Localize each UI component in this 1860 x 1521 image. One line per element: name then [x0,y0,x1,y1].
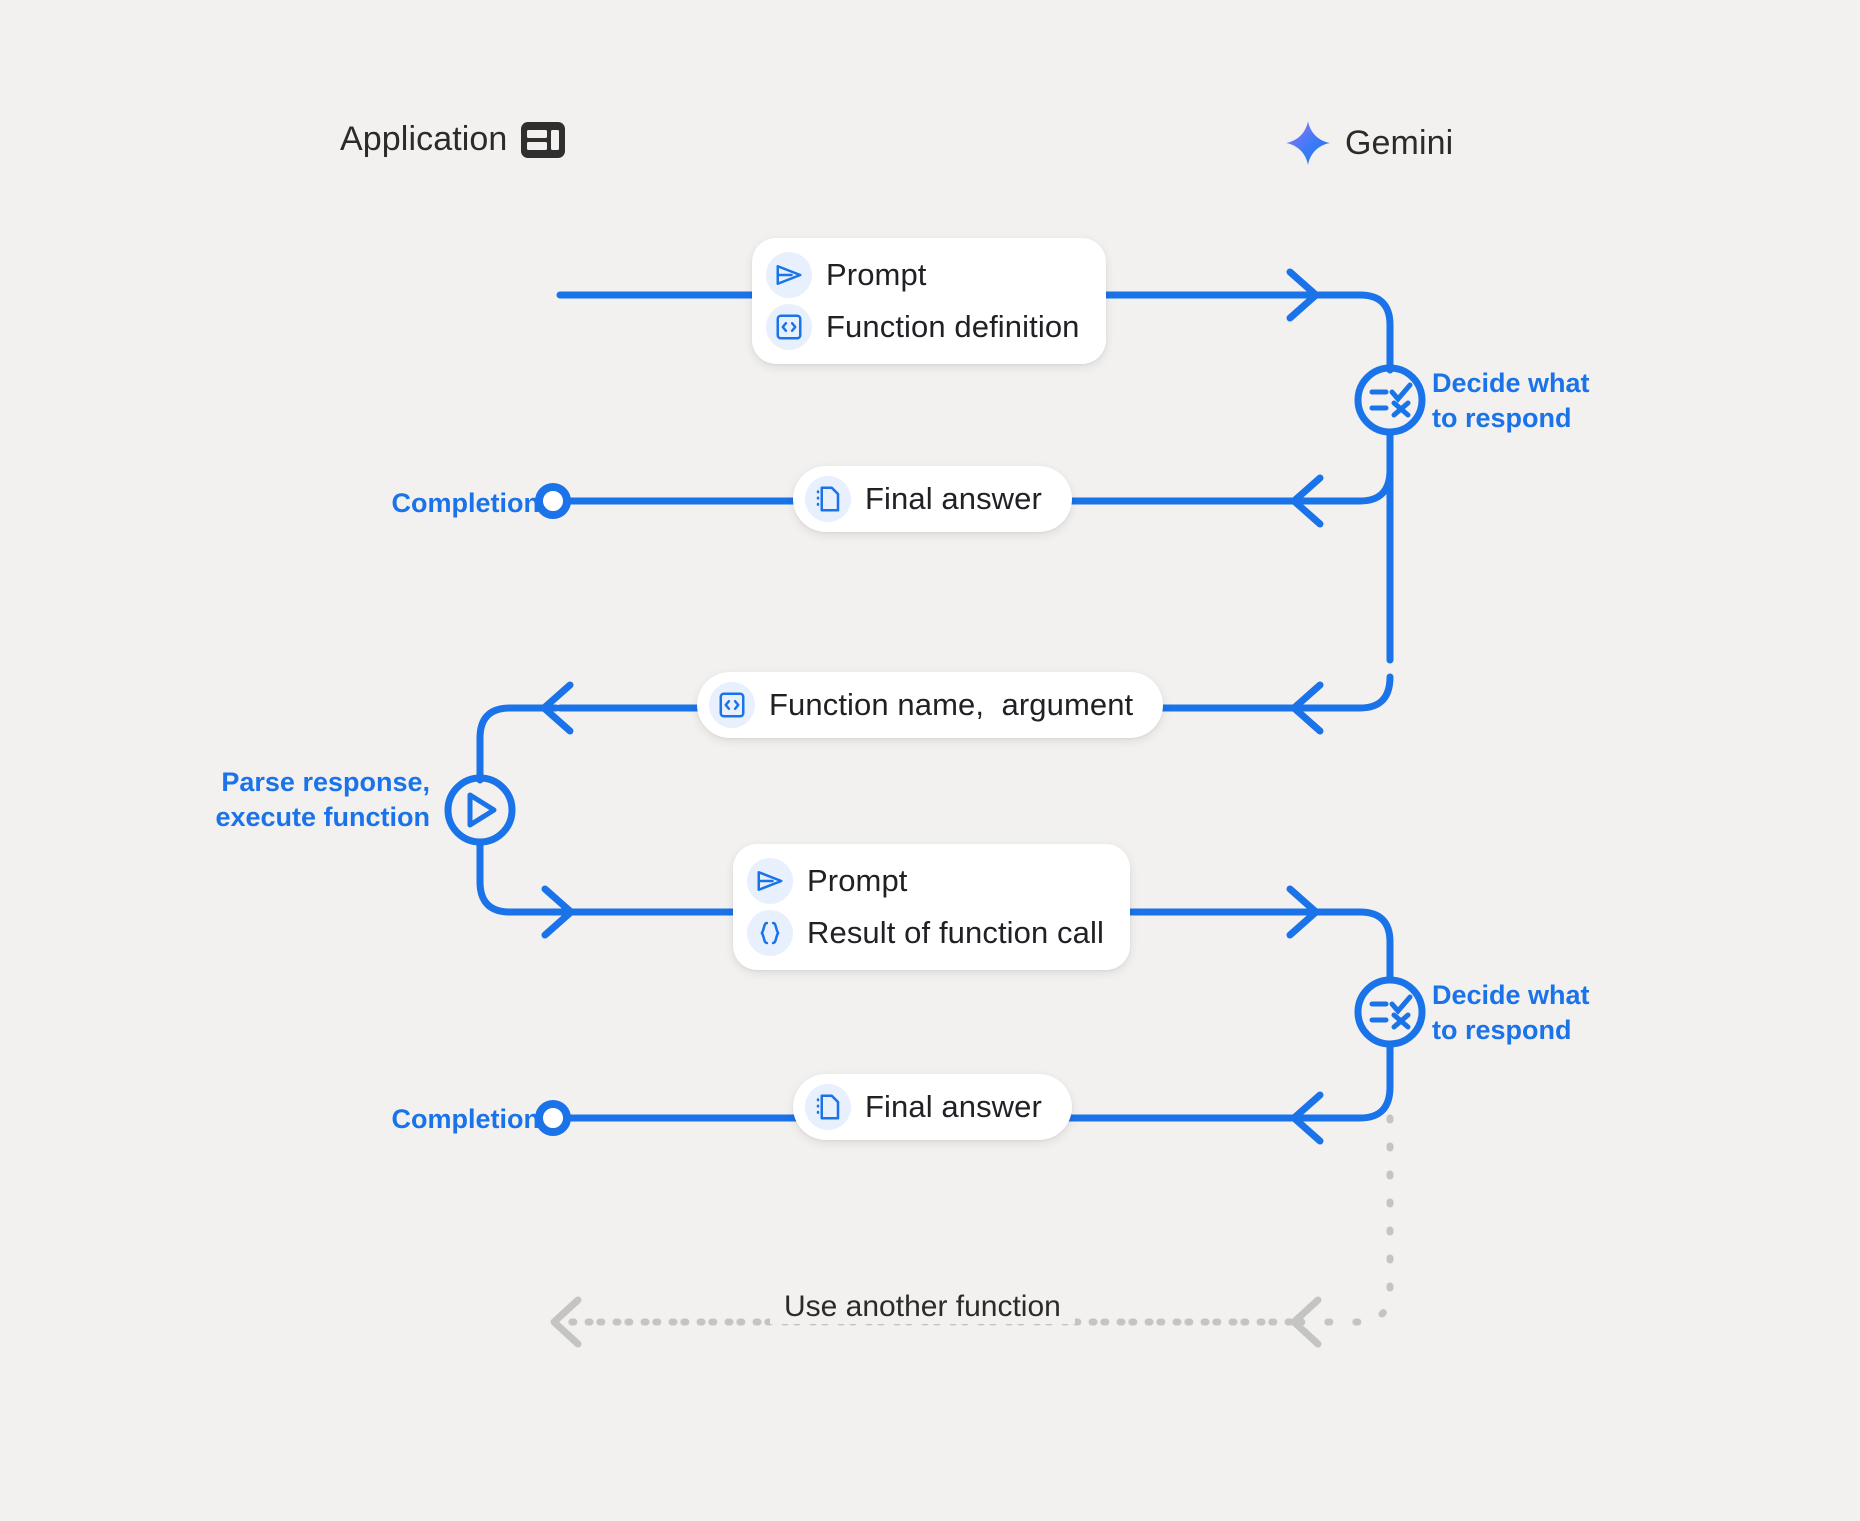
caption-parse-response-execute-function: Parse response, execute function [215,767,430,832]
actor-gemini: Gemini [1285,120,1453,166]
completion-node-1 [535,483,571,519]
arrowhead-left-3 [540,681,574,735]
message-card-final-answer-2: Final answer [793,1074,1072,1140]
card-row: Function definition [766,304,1080,350]
wire-gemini-down-1 [1296,291,1394,374]
card-row: Final answer [805,1084,1042,1130]
card-row-label: Function name, argument [769,687,1134,722]
actor-application: Application [340,120,566,159]
decide-node-2 [1354,976,1426,1048]
caption-decide-what-to-respond-1: Decide what to respond [1432,368,1590,433]
card-row-label: Result of function call [807,915,1104,950]
message-card-prompt-function-definition: Prompt Function definition [752,238,1106,364]
actor-gemini-label: Gemini [1345,123,1454,162]
card-row-label: Prompt [826,257,927,292]
arrowhead-left-4 [1290,1091,1324,1145]
card-row: Prompt [766,252,1080,298]
parse-node [444,774,516,846]
article-document-icon [805,476,851,522]
arrowhead-right-2 [541,885,575,939]
dashboard-layout-icon [521,121,566,158]
arrowhead-right-3 [1286,885,1320,939]
message-card-function-name-argument: Function name, argument [697,672,1164,738]
message-card-prompt-result: Prompt Result of function call [733,844,1130,970]
arrowhead-loop-gemini [1290,1296,1322,1348]
loop-label-use-another-function: Use another function [770,1290,1075,1324]
decide-node-1 [1354,364,1426,436]
gemini-sparkle-icon [1285,120,1331,166]
arrowhead-loop-app [550,1296,582,1348]
send-icon [766,252,812,298]
wire-gemini-down-2 [1296,908,1394,984]
rule-checklist-icon-1 [1369,382,1413,418]
caption-decide-what-to-respond-2: Decide what to respond [1432,980,1590,1045]
rule-checklist-icon-2 [1369,994,1413,1030]
card-row: Prompt [747,858,1104,904]
message-card-final-answer-1: Final answer [793,466,1072,532]
card-row-label: Prompt [807,863,908,898]
article-document-icon [805,1084,851,1130]
card-row: Function name, argument [709,682,1133,728]
card-row: Result of function call [747,910,1104,956]
send-icon [747,858,793,904]
card-row-label: Function definition [826,309,1080,344]
curly-braces-icon [747,910,793,956]
actor-application-label: Application [340,120,508,158]
code-brackets-icon [766,304,812,350]
caption-completion-2: Completion [391,1104,541,1134]
arrowhead-left-1 [1290,474,1324,528]
caption-completion-1: Completion [391,488,541,518]
arrowhead-left-2 [1290,681,1324,735]
completion-node-2 [535,1100,571,1136]
arrowhead-right-1 [1286,268,1320,322]
card-row: Final answer [805,476,1042,522]
wire-into-parse [476,704,560,784]
card-row-label: Final answer [865,481,1042,516]
card-row-label: Final answer [865,1089,1042,1124]
play-triangle-icon [467,792,497,828]
code-brackets-icon [709,682,755,728]
